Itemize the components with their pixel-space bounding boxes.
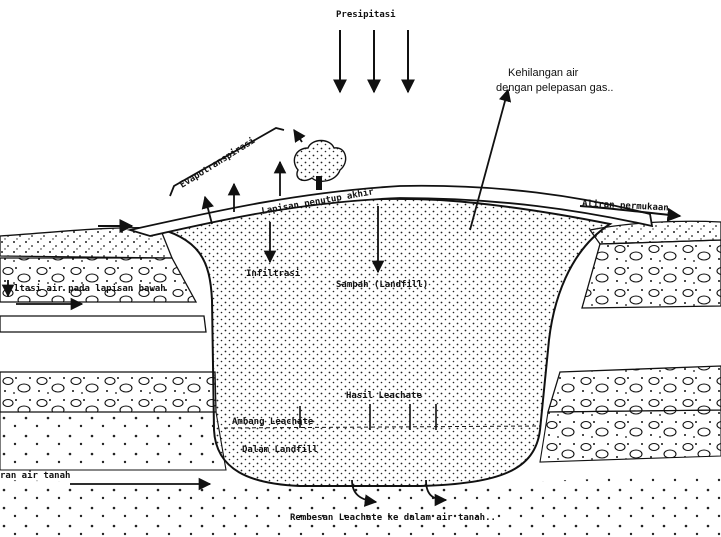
precipitation-arrows bbox=[340, 30, 408, 92]
precipitation-label: Presipitasi bbox=[336, 9, 396, 20]
landfill-body bbox=[150, 199, 610, 486]
leachate-threshold-label: Ambang Leachate bbox=[232, 417, 314, 427]
leachate-result-label: Hasil Leachate bbox=[346, 390, 422, 401]
lower-layer-water-label: ltasi air pada lapisan bawah bbox=[14, 283, 166, 294]
groundwater-flow-label: ran air tanah bbox=[0, 470, 70, 481]
gas-loss-label-line1: Kehilangan air bbox=[508, 67, 579, 79]
leachate-seepage-label: Rembesan Leachate ke dalam air tanah.. bbox=[290, 512, 496, 523]
tree-icon bbox=[294, 141, 345, 191]
infiltration-label: Infiltrasi bbox=[246, 268, 301, 279]
gas-loss-label-line2: dengan pelepasan gas.. bbox=[496, 82, 613, 94]
landfill-waste-label: Sampah (Landfill) bbox=[336, 279, 428, 290]
evapotranspiration-label: Evapotranspirasi bbox=[178, 135, 258, 191]
in-landfill-label: Dalam Landfill bbox=[242, 444, 318, 455]
